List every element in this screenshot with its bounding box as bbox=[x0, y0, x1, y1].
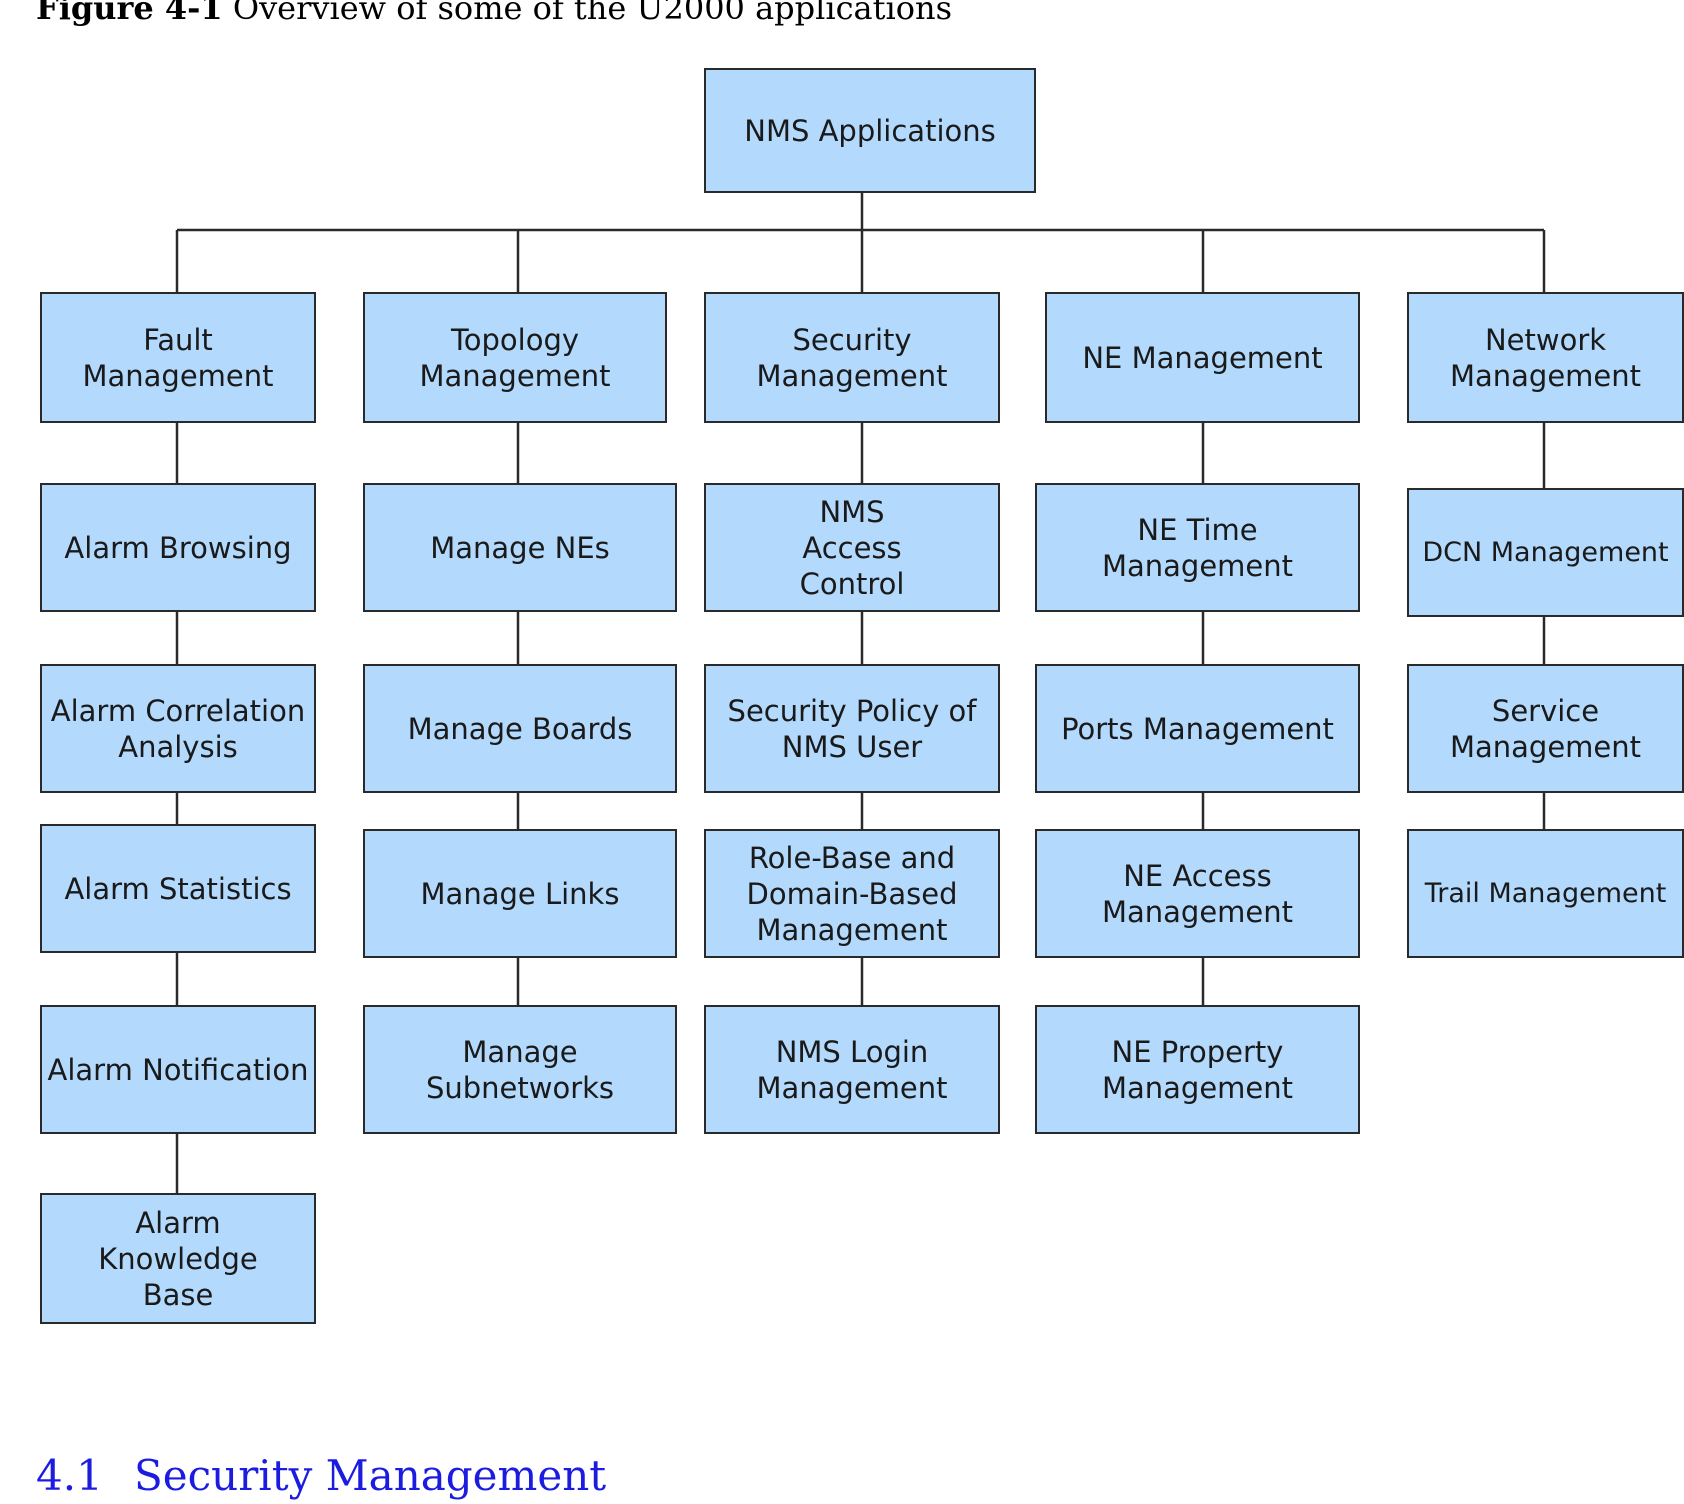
figure-caption: Figure 4-1 Overview of some of the U2000… bbox=[36, 0, 952, 26]
node-role-base-domain-based-management: Role-Base and Domain-Based Management bbox=[704, 829, 1000, 958]
node-topology-management: Topology Management bbox=[363, 292, 667, 423]
node-nms-access-control: NMS Access Control bbox=[704, 483, 1000, 612]
node-alarm-notification: Alarm Notification bbox=[40, 1005, 316, 1134]
section-heading: 4.1 Security Management bbox=[36, 1452, 606, 1500]
node-alarm-statistics: Alarm Statistics bbox=[40, 824, 316, 953]
node-nms-login-management: NMS Login Management bbox=[704, 1005, 1000, 1134]
node-manage-nes: Manage NEs bbox=[363, 483, 677, 612]
section-number: 4.1 bbox=[36, 1451, 103, 1500]
node-alarm-correlation-analysis: Alarm Correlation Analysis bbox=[40, 664, 316, 793]
node-ne-management: NE Management bbox=[1045, 292, 1360, 423]
section-title: Security Management bbox=[134, 1451, 607, 1500]
figure-title: Overview of some of the U2000 applicatio… bbox=[232, 0, 952, 27]
node-manage-subnetworks: Manage Subnetworks bbox=[363, 1005, 677, 1134]
node-security-management: Security Management bbox=[704, 292, 1000, 423]
node-security-policy-of-nms-user: Security Policy of NMS User bbox=[704, 664, 1000, 793]
node-alarm-browsing: Alarm Browsing bbox=[40, 483, 316, 612]
node-manage-links: Manage Links bbox=[363, 829, 677, 958]
node-trail-management: Trail Management bbox=[1407, 829, 1684, 958]
node-ports-management: Ports Management bbox=[1035, 664, 1360, 793]
node-ne-property-management: NE Property Management bbox=[1035, 1005, 1360, 1134]
node-alarm-knowledge-base: Alarm Knowledge Base bbox=[40, 1193, 316, 1324]
node-dcn-management: DCN Management bbox=[1407, 488, 1684, 617]
node-network-management: Network Management bbox=[1407, 292, 1684, 423]
figure-label: Figure 4-1 bbox=[36, 0, 223, 27]
node-nms-applications: NMS Applications bbox=[704, 68, 1036, 193]
node-manage-boards: Manage Boards bbox=[363, 664, 677, 793]
node-fault-management: Fault Management bbox=[40, 292, 316, 423]
node-service-management: Service Management bbox=[1407, 664, 1684, 793]
node-ne-time-management: NE Time Management bbox=[1035, 483, 1360, 612]
node-ne-access-management: NE Access Management bbox=[1035, 829, 1360, 958]
